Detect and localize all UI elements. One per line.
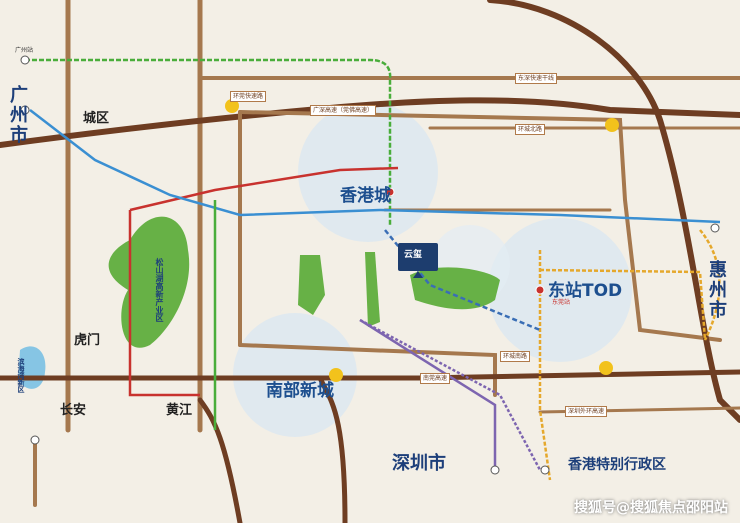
road-nanguan: 南莞高速 — [420, 373, 451, 384]
district-changan: 长安 — [60, 403, 87, 418]
district-songshanhu: 松山湖高新产业区 — [155, 258, 164, 322]
hub-xianggang-cheng: 香港城 — [340, 186, 391, 206]
hub-dongzhan-tod: 东站TOD — [548, 281, 623, 301]
road-dongshen: 东深快速干线 — [515, 73, 558, 84]
watermark: 搜狐号@搜狐焦点邵阳站 — [574, 500, 728, 516]
district-humen: 虎门 — [74, 333, 101, 348]
road-huancheng-north: 环城北路 — [515, 124, 546, 135]
road-huanguan: 环莞快速路 — [230, 91, 267, 102]
district-huangjiang: 黄江 — [166, 403, 193, 418]
district-binhaiwan: 滨海湾新区 — [17, 358, 25, 393]
city-guangzhou: 广州市 — [7, 85, 28, 145]
road-huancheng-south: 环城南路 — [500, 351, 531, 362]
city-huizhou: 惠州市 — [706, 260, 727, 320]
road-shenzhen-outer: 深圳外环高速 — [565, 406, 608, 417]
city-hongkong: 香港特别行政区 — [568, 457, 666, 473]
station-guangzhou: 广州站 — [15, 47, 34, 54]
hub-nanbu-xincheng: 南部新城 — [266, 381, 334, 401]
project-name: 云玺 — [404, 250, 423, 260]
station-dongzhan: 东莞站 — [552, 299, 571, 306]
district-chengqu: 城区 — [83, 111, 110, 126]
road-guangshen: 广深高速（莞佛高速） — [310, 105, 377, 116]
city-shenzhen: 深圳市 — [392, 453, 446, 474]
